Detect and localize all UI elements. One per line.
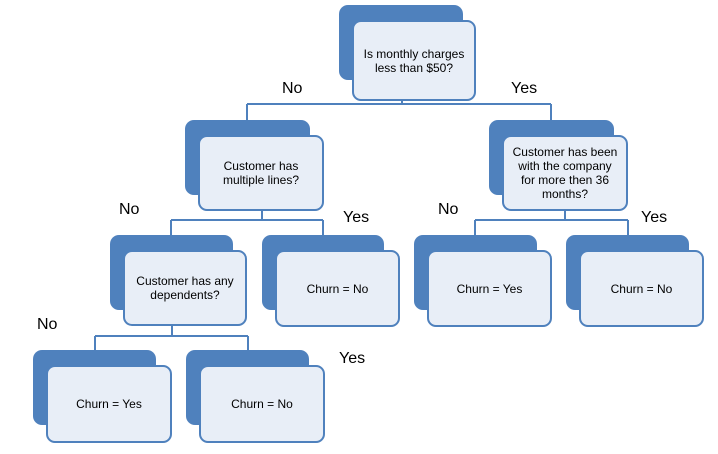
node-leaf-rl-label: Churn = Yes <box>427 250 552 327</box>
node-leaf-rl: Churn = Yes <box>414 235 552 327</box>
node-leaf-llr-label: Churn = No <box>199 365 325 443</box>
edge-label-root-yes: Yes <box>511 80 538 97</box>
node-leaf-llr: Churn = No <box>186 350 325 443</box>
node-leaf-rr-label: Churn = No <box>579 250 704 327</box>
node-multiple-lines: Customer has multiple lines? <box>185 120 324 211</box>
node-root-label: Is monthly charges less than $50? <box>352 20 476 101</box>
node-dependents-label: Customer has any dependents? <box>123 250 247 326</box>
edge-label-right-yes: Yes <box>641 209 668 226</box>
node-leaf-rr: Churn = No <box>566 235 704 327</box>
edge-label-ll-no: No <box>37 316 58 333</box>
edge-label-left-yes: Yes <box>343 209 370 226</box>
edge-label-right-no: No <box>438 201 459 218</box>
node-leaf-lll: Churn = Yes <box>33 350 172 443</box>
edge-label-ll-yes: Yes <box>339 350 366 367</box>
node-leaf-lr-label: Churn = No <box>275 250 400 327</box>
node-dependents: Customer has any dependents? <box>110 235 247 326</box>
node-tenure-label: Customer has been with the company for m… <box>502 135 628 211</box>
edge-label-left-no: No <box>119 201 140 218</box>
edge-label-root-no: No <box>282 80 303 97</box>
node-root: Is monthly charges less than $50? <box>339 5 476 101</box>
node-tenure: Customer has been with the company for m… <box>489 120 628 211</box>
node-leaf-lr: Churn = No <box>262 235 400 327</box>
node-leaf-lll-label: Churn = Yes <box>46 365 172 443</box>
node-multiple-lines-label: Customer has multiple lines? <box>198 135 324 211</box>
